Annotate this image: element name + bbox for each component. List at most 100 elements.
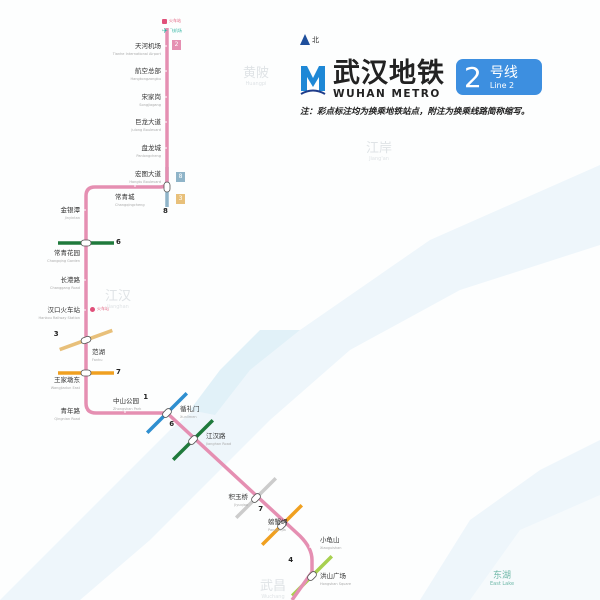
- station-name-en: Xunlimen: [180, 415, 197, 419]
- station-label[interactable]: 常青花园 Changqing Garden: [47, 249, 80, 265]
- station-name-en: Hongshan Square: [320, 582, 352, 586]
- station-name-cn: 王家墩东: [54, 376, 80, 384]
- yangtze-river: [0, 165, 600, 600]
- station-name-en: Changqingcheng: [115, 203, 145, 207]
- north-indicator: 北: [300, 34, 319, 45]
- line-badge: 2 号线 Line 2: [456, 59, 542, 95]
- station-label[interactable]: 江汉路 Jianghan Road: [206, 432, 231, 448]
- line-3-box: 3: [176, 194, 185, 204]
- district-name-en: Jiang'an: [369, 156, 389, 162]
- station-label[interactable]: 循礼门 Xunlimen: [180, 405, 200, 421]
- station-name-cn: 循礼门: [180, 405, 200, 413]
- station-name-cn: 长港路: [60, 276, 81, 284]
- station-name-en: Changgang Road: [50, 286, 80, 290]
- legend-train: 火车站: [162, 18, 181, 24]
- interchange-station-marker[interactable]: [80, 239, 92, 247]
- transfer-line-number: 7: [116, 368, 121, 376]
- interchange-station-marker[interactable]: [250, 492, 261, 503]
- district-name-en: Huangpi: [245, 81, 267, 87]
- station-label[interactable]: 长港路 Changgang Road: [50, 276, 80, 292]
- interchange-station-marker[interactable]: [161, 407, 172, 418]
- district-name: 江汉: [105, 289, 132, 304]
- station-label[interactable]: 中山公园 Zhongshan Park: [113, 397, 141, 413]
- station-name-en: Zhongshan Park: [113, 407, 142, 411]
- district-name: 江岸: [366, 141, 393, 156]
- station-name-en: Changqing Garden: [47, 259, 80, 263]
- station-label[interactable]: 航空总部 Hangkongzongbu: [130, 67, 161, 83]
- station-name-en: Wangjiadun East: [50, 386, 80, 390]
- line-label-en: Line 2: [489, 80, 515, 90]
- station-name-cn: 航空总部: [135, 67, 161, 75]
- legend-label: 火车站: [169, 18, 181, 23]
- interchange-station-marker[interactable]: [306, 570, 317, 581]
- line-2-box: 2: [172, 40, 181, 50]
- map-note: 注：彩点标注均为换乘地铁站点，附注为换乘线路简称缩写。: [300, 107, 530, 117]
- station-label[interactable]: 王家墩东 Wangjiadun East: [51, 376, 80, 392]
- station-name-cn: 积玉桥: [228, 493, 249, 501]
- station-name-en: Hangkongzongbu: [130, 77, 161, 81]
- station-label[interactable]: 青年路 Qingnian Road: [54, 407, 80, 423]
- station-name-en: Qingnian Road: [54, 417, 80, 421]
- line-8-box: 8: [176, 172, 185, 182]
- legend-airplane: ✈ 飞机场: [162, 27, 182, 35]
- station-name-cn: 宏图大道: [135, 170, 161, 178]
- station-name-en: Jianghan Road: [206, 442, 232, 446]
- train-icon: [90, 306, 95, 312]
- line-label-cn: 号线: [489, 64, 518, 81]
- station-name-cn: 常青城: [115, 193, 135, 201]
- interchange-station-marker[interactable]: [80, 335, 92, 345]
- station-name-cn: 中山公园: [113, 397, 139, 405]
- interchange-station-marker[interactable]: [80, 369, 92, 377]
- railway-station-marker: 火车站: [90, 306, 109, 312]
- station-name-cn: 宋家岗: [141, 93, 162, 101]
- station-name-cn: 青年路: [60, 407, 81, 415]
- wuhan-metro-logo: 武汉地铁 WUHAN METRO: [299, 60, 445, 100]
- station-name-en: Tianhe International Airport: [112, 52, 161, 56]
- station-name-cn: 盘龙城: [141, 144, 162, 152]
- district-name-en: Jianghan: [107, 304, 129, 310]
- north-arrow-icon: [300, 34, 310, 45]
- station-name-cn: 江汉路: [206, 432, 226, 440]
- transfer-line-number: 1: [143, 393, 149, 402]
- station-name-en: Fanhu: [92, 358, 103, 362]
- station-name-cn: 常青花园: [54, 249, 80, 257]
- station-name-en: Xiaoguishan: [320, 546, 342, 550]
- legend-label: 火车站: [97, 306, 109, 311]
- station-label[interactable]: 洪山广场 Hongshan Square: [320, 572, 351, 588]
- transfer-line-number: 6: [169, 420, 175, 429]
- station-label[interactable]: 积玉桥 Jiyuqiao: [229, 493, 249, 509]
- transfer-line-number: 8: [163, 207, 168, 215]
- train-icon: [162, 18, 167, 24]
- line-2-route: [84, 28, 314, 600]
- station-name-en: Jiyuqiao: [234, 503, 248, 507]
- airplane-icon: ✈: [162, 27, 168, 35]
- transfer-line-number: 4: [288, 556, 294, 565]
- brand-english: WUHAN METRO: [333, 88, 441, 100]
- transfer-line-number: 7: [258, 505, 264, 514]
- station-name-cn: 洪山广场: [320, 572, 346, 580]
- interchange-station-marker[interactable]: [163, 181, 171, 193]
- district-name: 黄陂: [243, 66, 270, 81]
- station-label[interactable]: 常青城 Changqingcheng: [115, 193, 145, 209]
- interchange-station-marker[interactable]: [187, 434, 198, 445]
- brand-chinese: 武汉地铁: [333, 58, 445, 89]
- interchange-station-marker[interactable]: [276, 519, 287, 530]
- station-name-en: Jinyintan: [64, 216, 80, 220]
- station-name-en: Pangxiejia: [268, 528, 286, 532]
- district-name: 武昌: [260, 579, 287, 594]
- legend-label: 飞机场: [169, 28, 182, 33]
